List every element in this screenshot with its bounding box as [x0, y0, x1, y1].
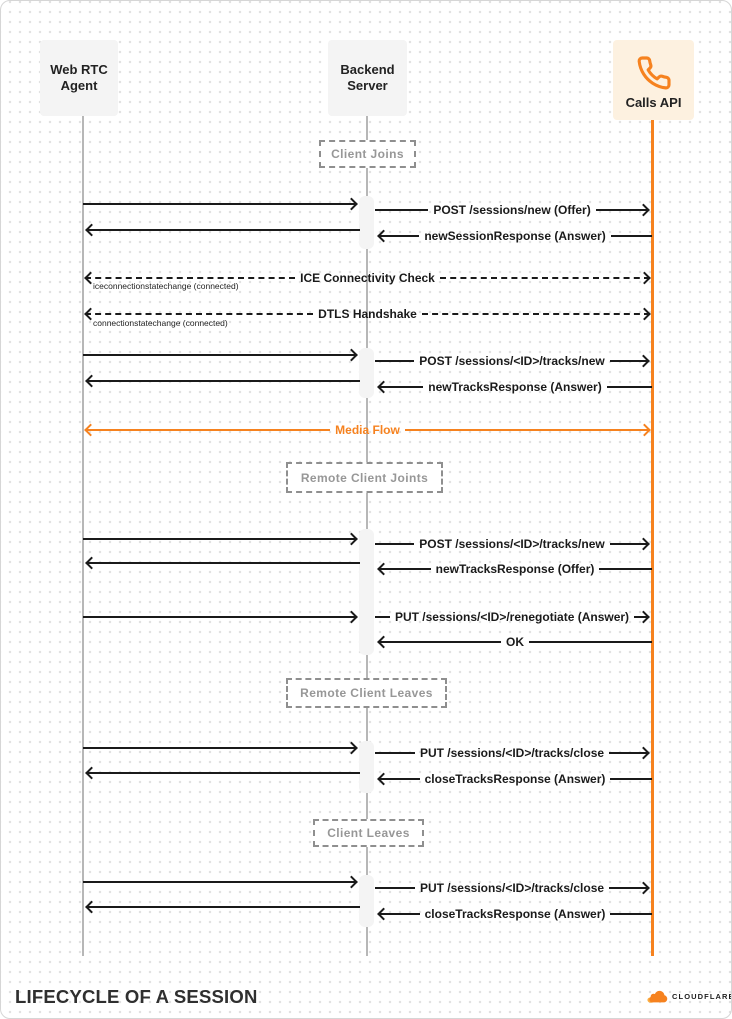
cloudflare-cloud-icon — [647, 990, 668, 1003]
arrow-media-flow: Media Flow — [84, 423, 651, 437]
message-label: closeTracksResponse (Answer) — [424, 772, 606, 786]
message-label: DTLS Handshake — [318, 307, 417, 321]
arrow-new-tracks-response-offer: newTracksResponse (Offer) — [377, 562, 652, 576]
activation-bar — [359, 741, 374, 793]
arrowhead-right-icon — [345, 610, 358, 624]
phase-client-joins: Client Joins — [319, 140, 416, 168]
message-label: newSessionResponse (Answer) — [424, 229, 606, 243]
arrowhead-left-icon — [85, 900, 98, 914]
arrow-post-tracks-new: POST /sessions/<ID>/tracks/new — [375, 354, 650, 368]
message-label: PUT /sessions/<ID>/tracks/close — [419, 746, 605, 760]
actor-backend-server: Backend Server — [328, 40, 407, 116]
phase-remote-client-leaves-label: Remote Client Leaves — [300, 686, 433, 700]
message-label: POST /sessions/new (Offer) — [433, 203, 591, 217]
arrow-put-renegotiate: PUT /sessions/<ID>/renegotiate (Answer) — [375, 610, 650, 624]
message-label: newTracksResponse (Answer) — [428, 380, 602, 394]
ice-event-label: iceconnectionstatechange (connected) — [93, 281, 239, 291]
arrowhead-left-icon — [84, 423, 97, 437]
arrow-new-tracks-response-answer: newTracksResponse (Answer) — [377, 380, 652, 394]
message-label: newTracksResponse (Offer) — [435, 562, 595, 576]
message-label: PUT /sessions/<ID>/renegotiate (Answer) — [394, 610, 630, 624]
phase-remote-client-leaves: Remote Client Leaves — [286, 678, 447, 708]
arrowhead-right-icon — [638, 307, 651, 321]
arrow-post-sessions-new: POST /sessions/new (Offer) — [375, 203, 650, 217]
arrowhead-left-icon — [377, 772, 390, 786]
actor-calls-api: Calls API — [613, 40, 694, 120]
actor-calls-api-label: Calls API — [625, 95, 682, 110]
actor-webrtc-agent: Web RTC Agent — [40, 40, 118, 116]
actor-webrtc-agent-label: Web RTC Agent — [50, 62, 108, 93]
arrowhead-right-icon — [637, 881, 650, 895]
arrowhead-right-icon — [345, 875, 358, 889]
activation-bar — [359, 348, 374, 398]
arrow-webrtc-to-backend — [83, 348, 358, 362]
arrowhead-right-icon — [638, 423, 651, 437]
calls-api-lifeline — [651, 120, 654, 956]
arrow-dtls-handshake: DTLS Handshake — [84, 307, 651, 321]
arrowhead-left-icon — [377, 635, 390, 649]
arrowhead-right-icon — [637, 610, 650, 624]
arrowhead-left-icon — [85, 556, 98, 570]
arrow-backend-to-webrtc — [85, 223, 360, 237]
arrow-line — [83, 203, 357, 205]
arrow-post-tracks-new: POST /sessions/<ID>/tracks/new — [375, 537, 650, 551]
arrow-backend-to-webrtc — [85, 374, 360, 388]
arrow-backend-to-webrtc — [85, 556, 360, 570]
arrowhead-left-icon — [85, 374, 98, 388]
arrowhead-right-icon — [345, 348, 358, 362]
arrowhead-right-icon — [345, 197, 358, 211]
arrowhead-right-icon — [637, 203, 650, 217]
arrow-ice-connectivity-check: ICE Connectivity Check — [84, 271, 651, 285]
arrow-webrtc-to-backend — [83, 741, 358, 755]
phone-icon — [637, 56, 671, 90]
message-label: OK — [506, 635, 524, 649]
arrow-webrtc-to-backend — [83, 610, 358, 624]
arrow-put-tracks-close: PUT /sessions/<ID>/tracks/close — [375, 746, 650, 760]
arrow-ok: OK — [377, 635, 652, 649]
arrowhead-right-icon — [638, 271, 651, 285]
arrowhead-left-icon — [377, 229, 390, 243]
phase-remote-client-joins: Remote Client Joints — [286, 462, 443, 493]
arrow-webrtc-to-backend — [83, 197, 358, 211]
arrow-webrtc-to-backend — [83, 532, 358, 546]
message-label: Media Flow — [335, 423, 400, 437]
arrow-backend-to-webrtc — [85, 766, 360, 780]
arrowhead-right-icon — [637, 537, 650, 551]
arrow-new-session-response: newSessionResponse (Answer) — [377, 229, 653, 243]
phase-remote-client-joins-label: Remote Client Joints — [300, 470, 429, 485]
webrtc-lifeline — [82, 116, 84, 956]
arrowhead-left-icon — [85, 766, 98, 780]
arrowhead-right-icon — [345, 532, 358, 546]
activation-bar — [359, 875, 374, 927]
arrow-close-tracks-response: closeTracksResponse (Answer) — [377, 772, 652, 786]
page-title: LIFECYCLE OF A SESSION — [15, 986, 258, 1007]
phase-client-leaves: Client Leaves — [313, 819, 424, 847]
arrowhead-left-icon — [377, 380, 390, 394]
arrowhead-left-icon — [377, 907, 390, 921]
arrowhead-left-icon — [85, 223, 98, 237]
phase-client-joins-label: Client Joins — [331, 147, 404, 161]
cloudflare-logo: CLOUDFLARE — [645, 989, 732, 1004]
activation-bar — [359, 196, 374, 249]
message-label: ICE Connectivity Check — [300, 271, 435, 285]
message-label: closeTracksResponse (Answer) — [424, 907, 606, 921]
message-label: POST /sessions/<ID>/tracks/new — [419, 537, 605, 551]
dtls-event-label: connectionstatechange (connected) — [93, 318, 228, 328]
arrowhead-left-icon — [377, 562, 390, 576]
phase-client-leaves-label: Client Leaves — [327, 826, 410, 840]
arrow-backend-to-webrtc — [85, 900, 360, 914]
arrowhead-right-icon — [637, 746, 650, 760]
arrow-put-tracks-close: PUT /sessions/<ID>/tracks/close — [375, 881, 650, 895]
message-label: POST /sessions/<ID>/tracks/new — [419, 354, 605, 368]
arrow-close-tracks-response: closeTracksResponse (Answer) — [377, 907, 652, 921]
actor-backend-server-label: Backend Server — [340, 62, 395, 93]
brand-name: CLOUDFLARE — [672, 992, 732, 1001]
arrowhead-right-icon — [637, 354, 650, 368]
arrow-webrtc-to-backend — [83, 875, 358, 889]
arrowhead-right-icon — [345, 741, 358, 755]
activation-bar — [359, 529, 374, 655]
message-label: PUT /sessions/<ID>/tracks/close — [419, 881, 605, 895]
